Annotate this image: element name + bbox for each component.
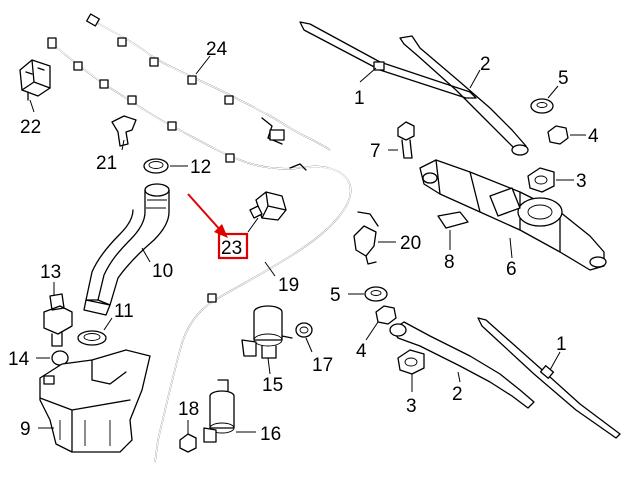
callout-5-top: 5: [558, 68, 569, 89]
callout-20: 20: [400, 233, 421, 254]
level-sensor-13: [43, 293, 73, 347]
bracket-8: [437, 211, 469, 229]
callout-6: 6: [506, 259, 517, 280]
highlight-arrow: [187, 193, 223, 233]
cap-3-bottom: [397, 349, 425, 375]
callout-3-top: 3: [576, 171, 587, 192]
callout-23: 23: [221, 238, 242, 259]
callout-12: 12: [190, 157, 211, 178]
filler-neck-10: [83, 183, 170, 316]
callout-19: 19: [278, 275, 299, 296]
grommet-17: [295, 322, 313, 338]
washer-5-bottom: [364, 286, 388, 302]
wiring-harness-branch: [47, 37, 301, 170]
leader-lines: [29, 55, 586, 434]
connector-22: [19, 59, 51, 101]
grommet-11: [77, 330, 107, 346]
callout-13: 13: [40, 262, 61, 283]
nut-4-bottom: [375, 305, 397, 325]
nut-4-top: [547, 125, 569, 145]
bolt-7: [397, 121, 415, 159]
reservoir-9: [39, 349, 151, 453]
washer-pump-16: [203, 379, 235, 443]
wiper-blade-1-bottom: [477, 317, 621, 439]
callout-10: 10: [152, 261, 173, 282]
callout-16: 16: [260, 424, 281, 445]
wiper-linkage-6: [419, 159, 607, 271]
wiper-arm-2-bottom: [389, 321, 535, 409]
washer-5-top: [530, 98, 554, 114]
washer-component-23: [249, 191, 287, 221]
nut-18: [179, 433, 197, 453]
wiper-arm-2-top: [399, 35, 529, 156]
clip-21: [111, 115, 137, 147]
callout-22: 22: [20, 117, 41, 138]
callout-3-bottom: 3: [406, 396, 417, 417]
seal-12: [143, 158, 169, 174]
callout-9: 9: [20, 419, 31, 440]
callout-15: 15: [262, 375, 283, 396]
callout-7: 7: [370, 141, 381, 162]
cap-3-top: [527, 167, 555, 193]
callout-4-top: 4: [588, 126, 599, 147]
wiper-blade-1-top: [299, 21, 477, 99]
callout-labels: 1 2 5 4 3 7 6 8 20 19 24 21 12 22 10 11 …: [8, 39, 599, 445]
callout-17: 17: [312, 355, 333, 376]
callout-21: 21: [96, 153, 117, 174]
washer-hose-19: [154, 163, 352, 463]
callout-1-top: 1: [354, 88, 365, 109]
callout-4-bottom: 4: [356, 341, 367, 362]
callout-8: 8: [444, 252, 455, 273]
callout-14: 14: [8, 349, 30, 370]
washer-pump-15: [241, 305, 293, 359]
highlight-box: [217, 232, 249, 260]
wiring-harness-24: [86, 13, 331, 151]
callout-2-bottom: 2: [452, 384, 463, 405]
callout-24: 24: [206, 39, 228, 60]
callout-2-top: 2: [480, 54, 491, 75]
callout-11: 11: [114, 301, 134, 322]
callout-1-bottom: 1: [556, 334, 567, 355]
connector-20: [353, 211, 379, 265]
callout-5-bottom: 5: [330, 285, 341, 306]
callout-18: 18: [178, 399, 199, 420]
highlight-23: 23: [187, 193, 249, 260]
